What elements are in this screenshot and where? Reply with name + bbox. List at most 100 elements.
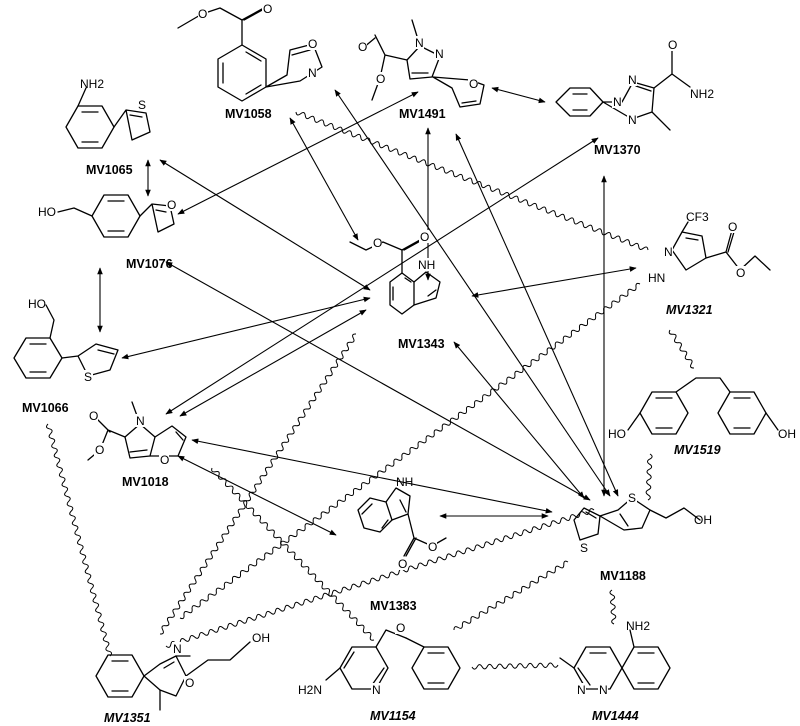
atom-label: NH <box>418 258 435 272</box>
similarity-arrow-mv1343-mv1321 <box>471 266 637 298</box>
atom-label: N <box>613 95 622 109</box>
structure-mv1383[interactable]: NH O O MV1383 <box>357 475 447 613</box>
atom-label: O <box>185 676 194 690</box>
atom-label: O <box>420 230 429 244</box>
dissimilarity-wavy-mv1188-mv1154 <box>453 560 569 631</box>
atom-label: O <box>736 266 745 280</box>
similarity-arrow-mv1343-mv1188 <box>453 341 585 499</box>
atom-label: N <box>577 683 586 697</box>
compound-label-mv1076: MV1076 <box>126 257 173 271</box>
dissimilarity-wavy-mv1188-mv1519 <box>645 453 653 501</box>
similarity-arrow-mv1058-mv1343 <box>289 117 359 241</box>
dissimilarity-wavy-mv1154-mv1444 <box>471 662 559 670</box>
compound-label-mv1491: MV1491 <box>399 107 446 121</box>
structure-mv1066[interactable]: HO S MV1066 <box>13 297 119 415</box>
similarity-arrow-mv1018-mv1383 <box>177 455 337 536</box>
structure-mv1065[interactable]: NH2 S MV1065 <box>65 77 151 177</box>
compound-label-mv1066: MV1066 <box>22 401 69 415</box>
atom-label: H2N <box>298 683 322 697</box>
structure-mv1018[interactable]: N O O O MV1018 <box>87 401 187 489</box>
compound-label-mv1065: MV1065 <box>86 163 133 177</box>
compound-label-mv1058: MV1058 <box>225 107 272 121</box>
structure-mv1343[interactable]: NH O O MV1343 <box>349 230 445 351</box>
atom-label: O <box>95 443 104 457</box>
atom-label: OH <box>778 427 796 441</box>
atom-label: O <box>89 409 98 423</box>
atom-label: N <box>628 113 637 127</box>
atom-label: S <box>628 491 636 505</box>
similarity-arrow-mv1491-mv1370 <box>491 86 546 104</box>
dissimilarity-wavy-mv1188-mv1444 <box>609 589 617 625</box>
atom-label: O <box>358 40 367 54</box>
compound-label-mv1383: MV1383 <box>370 599 417 613</box>
compound-label-mv1343: MV1343 <box>398 337 445 351</box>
atom-label: O <box>668 38 677 52</box>
atom-label: N <box>372 683 381 697</box>
atom-label: O <box>469 77 478 91</box>
similarity-arrow-mv1370-mv1018 <box>165 137 599 415</box>
atom-label: N <box>435 47 444 61</box>
structure-mv1076[interactable]: HO O MV1076 <box>38 194 176 271</box>
dissimilarity-wavy-mv1351-mv1343 <box>159 333 357 635</box>
atom-label: N <box>628 73 637 87</box>
atom-label: NH2 <box>690 87 714 101</box>
compound-label-mv1188: MV1188 <box>600 569 646 583</box>
similarity-arrow-mv1491-mv1076 <box>177 91 419 215</box>
similarity-arrow-mv1343-mv1018 <box>179 309 367 417</box>
atom-label: O <box>263 2 272 16</box>
structure-mv1351[interactable]: O N OH MV1351 <box>95 631 270 725</box>
structure-mv1519[interactable]: HO OH MV1519 <box>608 377 796 457</box>
compound-label-mv1321: MV1321 <box>666 303 713 317</box>
atom-label: S <box>138 98 146 112</box>
atom-label: OH <box>252 631 270 645</box>
atom-label: O <box>396 621 405 635</box>
structure-mv1491[interactable]: N N O O O MV1491 <box>357 19 485 121</box>
similarity-arrow-mv1065-mv1343 <box>159 159 371 291</box>
atom-label: O <box>167 198 176 212</box>
dissimilarity-wavy-mv1351-mv1321 <box>179 282 641 620</box>
atom-label: N <box>136 414 145 428</box>
structure-mv1321[interactable]: CF3 HN N O O MV1321 <box>648 210 771 317</box>
compound-label-mv1351: MV1351 <box>104 711 151 725</box>
atom-label: HO <box>38 205 56 219</box>
compound-label-mv1444: MV1444 <box>592 709 639 723</box>
compound-label-mv1154: MV1154 <box>370 709 416 723</box>
atom-label: N <box>415 36 424 50</box>
structure-mv1370[interactable]: N N N O NH2 MV1370 <box>555 38 714 157</box>
dissimilarity-wavy-mv1058-mv1321 <box>295 111 649 251</box>
atom-label: N <box>173 642 182 656</box>
atom-label: N <box>599 683 608 697</box>
atom-label: N <box>308 66 317 80</box>
dissimilarity-wavy-mv1066-mv1351 <box>45 423 113 657</box>
atom-label: O <box>398 557 407 571</box>
compound-label-mv1370: MV1370 <box>594 143 641 157</box>
compound-label-mv1519: MV1519 <box>674 443 721 457</box>
atom-label: O <box>308 37 317 51</box>
atom-label: O <box>428 540 437 554</box>
atom-label: S <box>84 370 92 384</box>
similarity-arrow-mv1076-mv1188 <box>165 261 591 501</box>
structure-mv1154[interactable]: O N H2N MV1154 <box>298 621 461 723</box>
dissimilarity-wavy-mv1018-mv1154 <box>211 467 375 641</box>
edges-layer <box>45 86 695 670</box>
atom-label: S <box>580 541 588 555</box>
atom-label: O <box>728 220 737 234</box>
atom-label: HO <box>608 427 626 441</box>
atom-label: HN <box>648 271 665 285</box>
atom-label: NH <box>396 475 413 489</box>
atom-label: O <box>198 7 207 21</box>
structure-mv1058[interactable]: O O O N MV1058 <box>177 2 323 121</box>
atom-label: OH <box>694 513 712 527</box>
atom-label: NH2 <box>626 619 650 633</box>
atom-label: O <box>160 453 169 467</box>
atom-label: NH2 <box>80 77 104 91</box>
atom-label: CF3 <box>686 210 709 224</box>
dissimilarity-wavy-mv1188-mv1351 <box>165 508 595 648</box>
dissimilarity-wavy-mv1321-mv1519 <box>668 329 695 369</box>
similarity-arrow-mv1058-mv1188 <box>334 89 611 497</box>
compound-label-mv1018: MV1018 <box>122 475 169 489</box>
atom-label: HO <box>28 297 46 311</box>
structure-mv1444[interactable]: NH2 N N MV1444 <box>559 619 671 723</box>
structure-mv1188[interactable]: S S OH MV1188 <box>573 491 712 583</box>
